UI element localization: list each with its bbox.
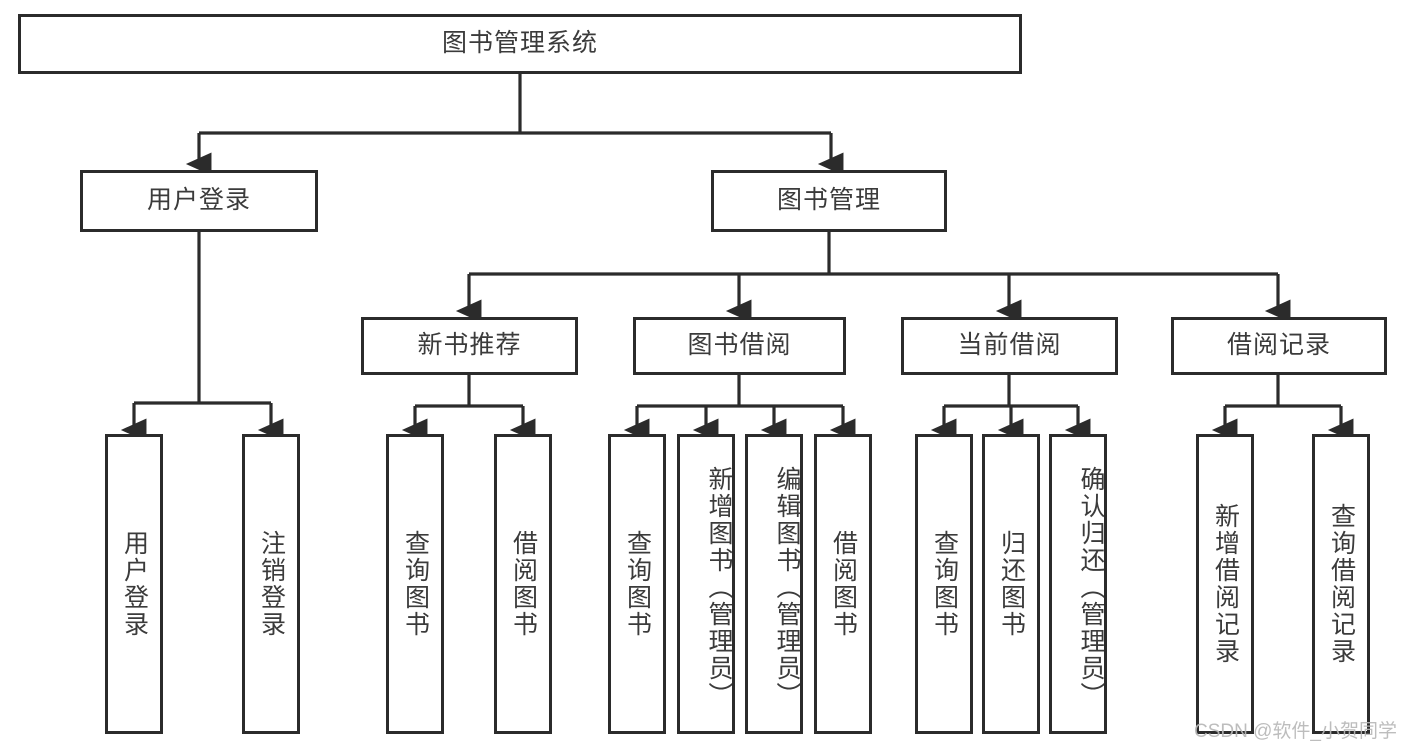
leaf-new-book-borrow[interactable]: 借阅图书	[494, 434, 552, 734]
node-book-borrow[interactable]: 图书借阅	[633, 317, 846, 375]
node-label: 借阅图书	[829, 530, 858, 638]
watermark-text: CSDN @软件_小贺同学	[1194, 721, 1397, 742]
node-new-book-recommend[interactable]: 新书推荐	[361, 317, 578, 375]
leaf-current-borrow-return[interactable]: 归还图书	[982, 434, 1040, 734]
leaf-book-borrow-add-admin[interactable]: 新增图书（管理员）	[677, 434, 735, 734]
node-label: 图书管理	[776, 186, 881, 215]
node-label: 用户登录	[146, 186, 251, 215]
leaf-book-borrow-query[interactable]: 查询图书	[608, 434, 666, 734]
node-label: 新书推荐	[417, 331, 522, 360]
node-label: 确认归还（管理员）	[1077, 465, 1105, 709]
leaf-current-borrow-confirm-admin[interactable]: 确认归还（管理员）	[1049, 434, 1107, 734]
node-label: 归还图书	[997, 530, 1026, 638]
node-label: 图书管理系统	[441, 29, 598, 58]
node-label: 借阅图书	[509, 530, 538, 638]
node-label: 新增图书（管理员）	[705, 465, 733, 709]
node-book-management[interactable]: 图书管理	[711, 170, 947, 232]
node-label: 编辑图书（管理员）	[773, 465, 801, 709]
leaf-current-borrow-query[interactable]: 查询图书	[915, 434, 973, 734]
node-label: 查询图书	[930, 530, 959, 638]
leaf-book-borrow-borrow[interactable]: 借阅图书	[814, 434, 872, 734]
leaf-user-login-login[interactable]: 用户登录	[105, 434, 163, 734]
node-label: 注销登录	[257, 530, 286, 638]
node-label: 当前借阅	[957, 331, 1062, 360]
node-label: 图书借阅	[687, 331, 792, 360]
node-label: 查询图书	[401, 530, 430, 638]
node-label: 用户登录	[120, 530, 149, 638]
leaf-user-login-logout[interactable]: 注销登录	[242, 434, 300, 734]
leaf-new-book-query[interactable]: 查询图书	[386, 434, 444, 734]
node-borrow-record[interactable]: 借阅记录	[1171, 317, 1387, 375]
node-root-library-system[interactable]: 图书管理系统	[18, 14, 1022, 74]
node-user-login[interactable]: 用户登录	[80, 170, 318, 232]
node-label: 新增借阅记录	[1211, 503, 1240, 665]
leaf-book-borrow-edit-admin[interactable]: 编辑图书（管理员）	[745, 434, 803, 734]
leaf-borrow-record-add[interactable]: 新增借阅记录	[1196, 434, 1254, 734]
node-label: 借阅记录	[1226, 331, 1331, 360]
leaf-borrow-record-query[interactable]: 查询借阅记录	[1312, 434, 1370, 734]
node-label: 查询图书	[623, 530, 652, 638]
node-current-borrow[interactable]: 当前借阅	[901, 317, 1118, 375]
node-label: 查询借阅记录	[1327, 503, 1356, 665]
